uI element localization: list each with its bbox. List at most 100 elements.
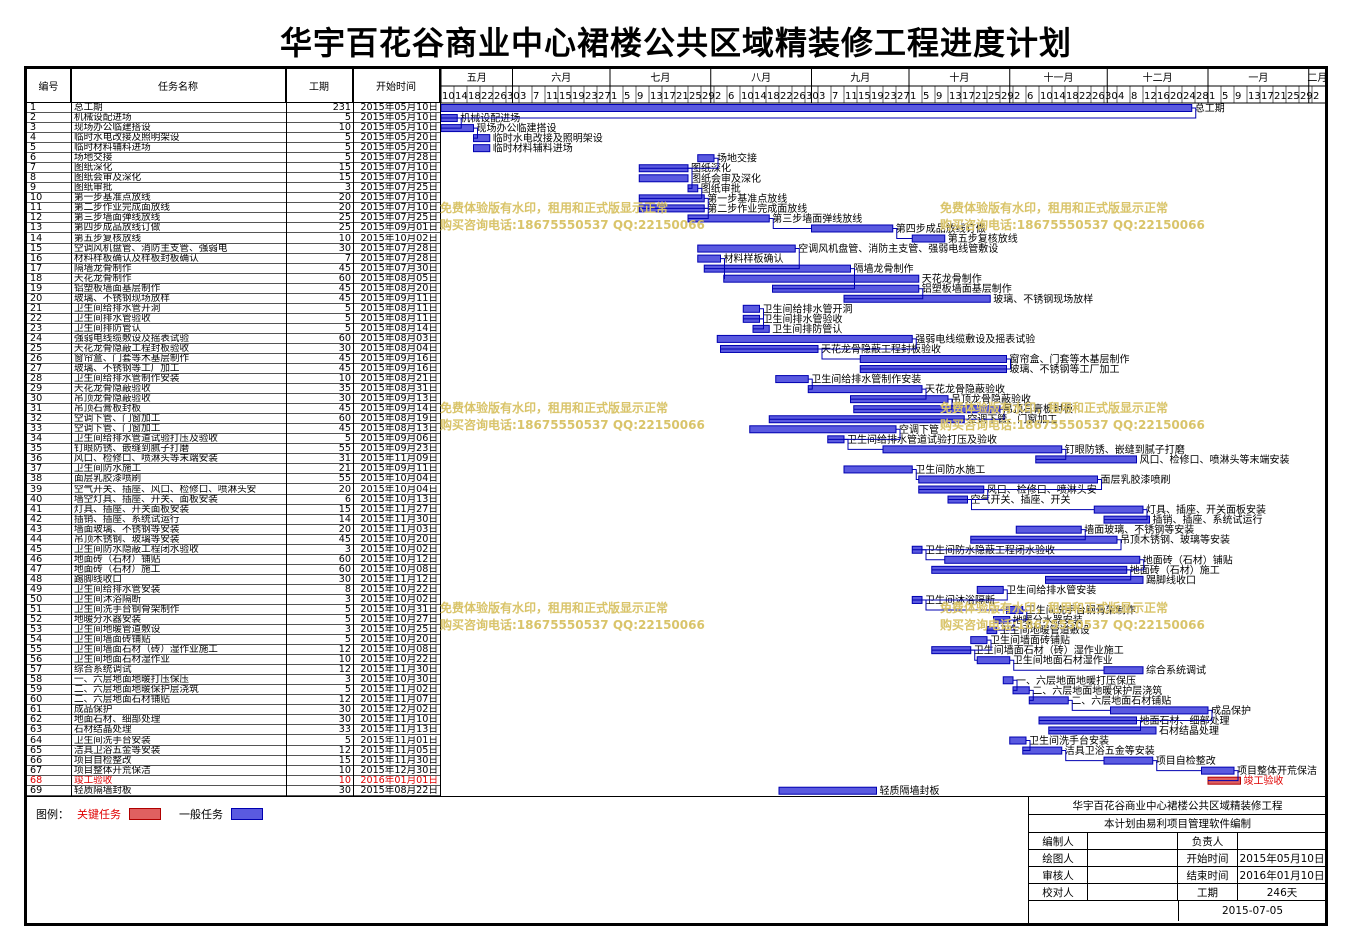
day-label: 25	[1287, 91, 1300, 102]
day-label: 27	[897, 91, 910, 102]
task-name: 天花龙骨隐蔽验收	[71, 384, 286, 395]
info-editor-label: 编制人	[1029, 833, 1088, 849]
task-start: 2015年08月20日	[353, 284, 440, 294]
month-label: 一月	[1248, 72, 1268, 84]
day-label: 29	[1001, 91, 1014, 102]
task-duration: 45	[286, 354, 353, 364]
task-duration: 3	[286, 183, 353, 194]
task-start: 2015年11月07日	[353, 695, 440, 706]
gantt-bar-label: 石材结晶处理	[1159, 724, 1219, 737]
dependency-link	[639, 197, 709, 209]
watermark-5: 免费体验版有水印，租用和正式版显示正常 购买咨询电话:18675550537 Q…	[440, 600, 705, 634]
task-duration: 10	[286, 766, 353, 776]
day-label: 23	[884, 91, 897, 102]
info-row-drawer: 绘图人 开始时间 2015年05月10日	[1029, 850, 1326, 867]
task-start: 2015年11月27日	[353, 505, 440, 515]
task-start: 2015年07月28日	[353, 153, 440, 164]
task-no: 26	[27, 354, 71, 364]
dependency-link	[1208, 770, 1239, 782]
day-label: 26	[1092, 91, 1105, 102]
task-start: 2015年10月02日	[353, 595, 440, 605]
task-start: 2015年07月10日	[353, 173, 440, 184]
task-name: 地面石材、细部处理	[71, 715, 286, 726]
task-duration: 10	[286, 234, 353, 244]
table-column-divider	[353, 69, 354, 796]
gantt-bar-label: 卫生间墙面砖铺贴	[990, 634, 1070, 647]
day-label: 5	[1222, 91, 1228, 102]
day-label: 13	[1248, 91, 1261, 102]
day-label: 17	[1261, 91, 1274, 102]
task-no: 39	[27, 485, 71, 495]
chart-bottom-line	[27, 796, 1325, 797]
dependency-link	[1013, 679, 1018, 691]
task-duration: 10	[286, 123, 353, 134]
dependency-link	[853, 398, 953, 410]
task-no: 38	[27, 474, 71, 485]
gantt-bar-label: 二、六层地面地暖保护层浇筑	[1032, 684, 1162, 697]
task-start: 2015年12月02日	[353, 705, 440, 716]
info-reviewer-label: 审核人	[1029, 867, 1088, 883]
task-duration: 30	[286, 394, 353, 405]
task-start: 2015年07月10日	[353, 163, 440, 174]
dependency-link	[922, 549, 945, 561]
task-start: 2015年07月28日	[353, 254, 440, 264]
task-start: 2015年08月31日	[353, 384, 440, 395]
day-label: 18	[468, 91, 481, 102]
day-label: 14	[455, 91, 468, 102]
gantt-bar	[749, 425, 897, 434]
day-label: 30	[806, 91, 819, 102]
gantt-bar-label: 卫生间给排水管安装	[1006, 583, 1096, 596]
gantt-bar	[859, 355, 1007, 363]
task-name: 卫生间给排水管道试验打压及验收	[71, 434, 286, 445]
day-label: 19	[572, 91, 585, 102]
day-label: 17	[962, 91, 975, 102]
task-name: 临时材料辅料进场	[71, 143, 286, 154]
watermark-4: 免费体验版有水印，租用和正式版显示正常 购买咨询电话:18675550537 Q…	[940, 400, 1205, 434]
task-start: 2015年10月02日	[353, 545, 440, 555]
task-no: 59	[27, 685, 71, 696]
task-name: 卫生间给排水管安装	[71, 585, 286, 595]
task-no: 4	[27, 133, 71, 144]
task-no: 60	[27, 695, 71, 706]
info-row-checker: 校对人 工期 246天	[1029, 884, 1326, 901]
task-name: 窗帘盒、门套等木基层制作	[71, 354, 286, 364]
gantt-bar	[775, 375, 809, 384]
task-start: 2015年05月10日	[353, 103, 440, 113]
gantt-bar-label: 卫生间给排水管开洞	[763, 302, 853, 315]
watermark-3: 免费体验版有水印，租用和正式版显示正常 购买咨询电话:18675550537 Q…	[440, 400, 705, 434]
task-duration: 5	[286, 113, 353, 124]
day-label: 10	[442, 91, 455, 102]
task-duration: 6	[286, 495, 353, 505]
info-project: 华宇百花谷商业中心裙楼公共区域精装修工程	[1072, 800, 1283, 812]
page-title: 华宇百花谷商业中心裙楼公共区域精装修工程进度计划	[279, 24, 1072, 62]
task-no: 1	[27, 103, 71, 113]
task-no: 22	[27, 314, 71, 324]
task-name: 风口、检修口、喷淋头等末端安装	[71, 454, 286, 465]
gantt-bar-label: 强弱电线缆敷设及摇表试验	[915, 332, 1035, 345]
day-label: 1	[1209, 91, 1215, 102]
info-drawer-label: 绘图人	[1029, 850, 1088, 866]
dependency-link	[769, 408, 1005, 420]
gantt-bar	[970, 636, 988, 645]
watermark-text: 免费体验版有水印，租用和正式版显示正常	[940, 401, 1169, 415]
gantt-bar-label: 地暖分水器安装	[1013, 614, 1083, 627]
task-duration: 15	[286, 173, 353, 184]
gantt-bar	[1028, 696, 1069, 705]
legend-critical-swatch	[129, 808, 161, 820]
info-start-label: 开始时间	[1178, 850, 1238, 866]
task-duration: 12	[286, 645, 353, 656]
gantt-bar-label: 吊顶木锈钢、玻璃等安装	[1120, 533, 1230, 546]
day-label: 22	[481, 91, 494, 102]
dependency-link	[441, 117, 462, 129]
legend-normal-label: 一般任务	[179, 808, 223, 821]
task-no: 36	[27, 454, 71, 465]
task-no: 50	[27, 595, 71, 605]
gantt-bar-label: 二、六层地面石材铺贴	[1071, 694, 1171, 707]
